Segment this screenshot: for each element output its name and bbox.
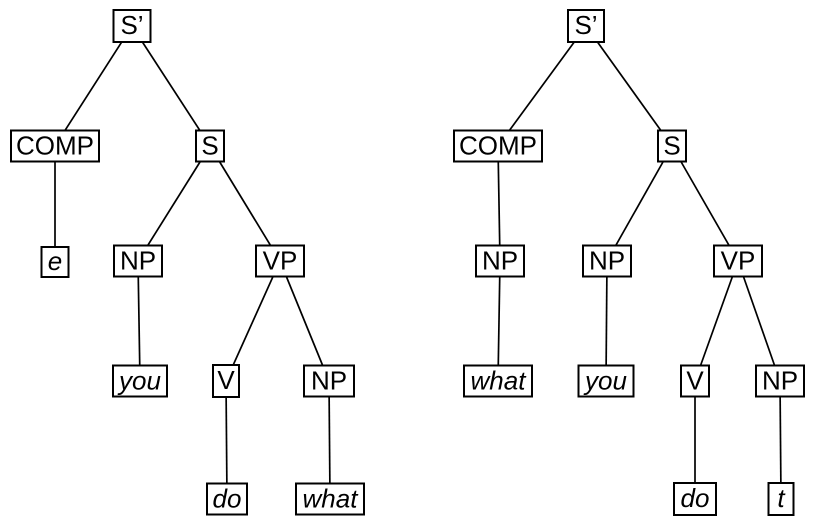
tree-edge: [137, 260, 141, 382]
tree-node-left-tree-9: do: [206, 482, 248, 516]
tree-node-right-tree-4: NP: [582, 244, 632, 278]
tree-node-right-tree-7: you: [577, 364, 635, 398]
tree-edge: [209, 145, 281, 262]
tree-edge: [671, 145, 739, 262]
tree-edge: [605, 260, 608, 382]
tree-node-left-tree-7: V: [212, 364, 240, 398]
tree-edge: [606, 145, 673, 262]
tree-node-left-tree-8: NP: [303, 364, 355, 398]
tree-edge: [279, 260, 330, 382]
tree-edge: [225, 260, 281, 382]
tree-edge: [54, 25, 133, 147]
tree-node-right-tree-3: NP: [475, 244, 525, 278]
tree-node-left-tree-0: S’: [112, 9, 152, 43]
tree-node-left-tree-4: NP: [113, 244, 163, 278]
tree-node-right-tree-9: NP: [755, 364, 805, 398]
tree-node-left-tree-2: S: [195, 129, 225, 163]
tree-node-right-tree-8: V: [680, 364, 710, 398]
tree-node-right-tree-11: t: [767, 482, 795, 516]
tree-edge: [497, 260, 501, 382]
tree-edge: [497, 145, 501, 262]
tree-node-left-tree-6: you: [112, 364, 168, 398]
tree-node-right-tree-2: S: [657, 129, 687, 163]
tree-node-right-tree-10: do: [673, 482, 717, 516]
tree-node-left-tree-10: what: [295, 482, 365, 516]
tree-node-right-tree-5: VP: [713, 244, 763, 278]
tree-node-left-tree-1: COMP: [10, 129, 100, 163]
tree-edge: [225, 380, 228, 500]
tree-edge: [131, 25, 211, 147]
tree-edge: [497, 25, 587, 147]
tree-node-right-tree-6: what: [463, 364, 533, 398]
tree-node-right-tree-0: S’: [567, 9, 605, 43]
tree-node-left-tree-5: VP: [255, 244, 305, 278]
tree-edge: [694, 260, 739, 382]
tree-node-right-tree-1: COMP: [453, 129, 543, 163]
tree-node-left-tree-3: e: [40, 246, 70, 278]
tree-edge: [779, 380, 782, 500]
tree-edge: [585, 25, 673, 147]
tree-edge: [737, 260, 781, 382]
tree-edge: [328, 380, 331, 500]
tree-edge: [137, 145, 211, 262]
